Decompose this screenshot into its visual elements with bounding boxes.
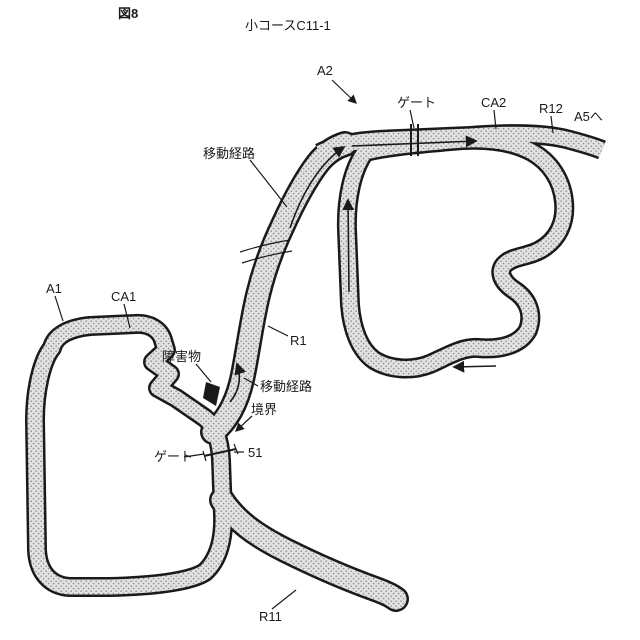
right-loop-road-fill — [339, 132, 572, 376]
ca1-leader — [123, 303, 131, 329]
top-road-fill — [316, 126, 605, 160]
label-gate-left: ゲート — [154, 449, 193, 464]
label-boundary: 境界 — [251, 402, 277, 417]
right-loop-left-arrow — [452, 360, 497, 373]
label-route-top: 移動経路 — [203, 146, 255, 161]
label-a2: A2 — [317, 63, 333, 78]
gate-left-tick-1 — [202, 450, 207, 462]
gate-left-bar — [203, 448, 237, 457]
r1-leader — [267, 325, 289, 337]
r1-road-fill — [202, 133, 356, 443]
route-top-leader — [249, 159, 288, 208]
gate-left-leader — [183, 453, 205, 458]
r1-break-line-1 — [239, 239, 291, 253]
figure-title: 小コースC11-1 — [245, 18, 331, 33]
r1-break-line-2 — [241, 250, 293, 264]
left-loop-road-fill — [27, 316, 231, 595]
label-r11: R11 — [259, 609, 282, 624]
label-obstacle: 障害物 — [162, 349, 201, 364]
obstacle-wedge — [203, 382, 220, 406]
right-loop-up-arrow — [342, 198, 355, 293]
label-a1: A1 — [46, 281, 62, 296]
ca2-leader — [493, 109, 497, 130]
label-ca2: CA2 — [481, 95, 506, 110]
r12-leader — [550, 115, 554, 134]
boundary-arrow — [235, 415, 253, 432]
a2-arrow — [331, 79, 357, 104]
top-road-direction-arrow — [351, 135, 478, 148]
a1-leader — [54, 295, 64, 322]
label-a5: A5へ — [574, 109, 603, 124]
route-mid-leader — [243, 377, 259, 387]
r11-leader — [271, 589, 297, 610]
label-route-mid: 移動経路 — [260, 379, 312, 394]
gate-top-leader — [409, 109, 415, 129]
obstacle-leader — [195, 363, 212, 383]
label-gate-top: ゲート — [397, 95, 436, 110]
route-mid-arrow — [229, 362, 246, 403]
label-r1: R1 — [290, 333, 307, 348]
label-ca1: CA1 — [111, 289, 136, 304]
label-r12: R12 — [539, 101, 563, 116]
r11-road-fill — [211, 489, 407, 610]
route-merge-arrow — [289, 145, 346, 229]
fig-label: 図8 — [118, 6, 138, 21]
label-51: 51 — [248, 445, 262, 460]
